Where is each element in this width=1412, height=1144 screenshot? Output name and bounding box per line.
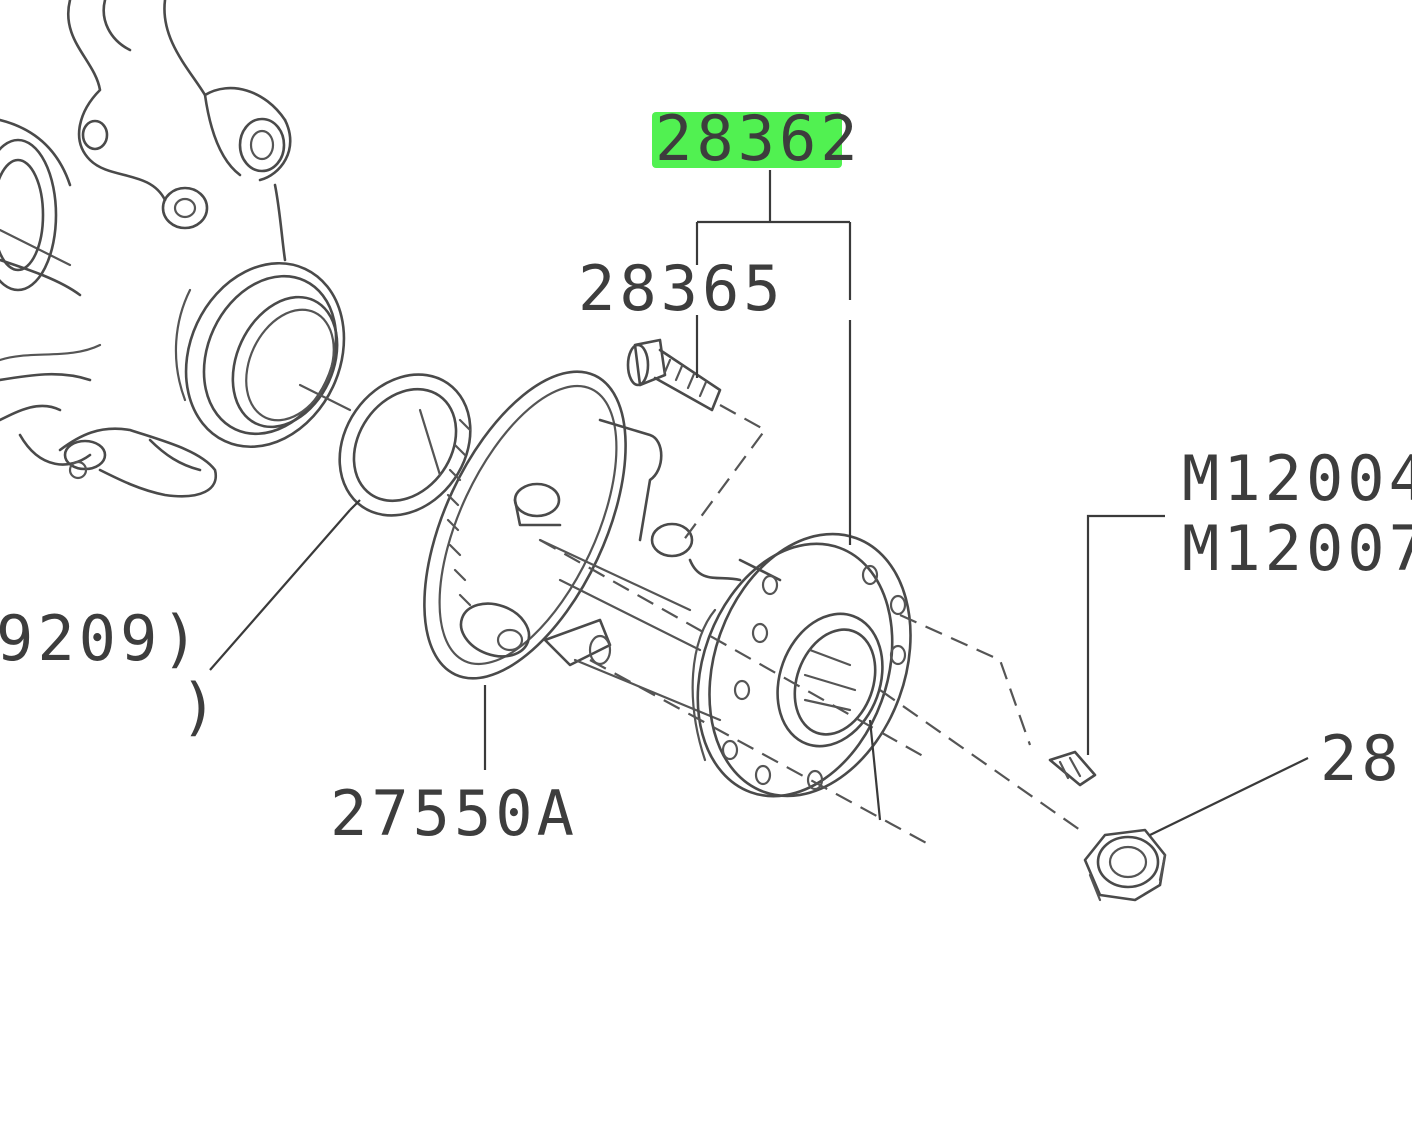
- part-number-highlight: [652, 112, 842, 168]
- abs-ring: [423, 370, 627, 680]
- seal-ring: [338, 373, 472, 517]
- steering-knuckle: [0, 0, 352, 498]
- axle-nut: [1083, 828, 1167, 902]
- wheel-bolt: [626, 338, 722, 412]
- explode-lines: [539, 404, 1081, 846]
- label-screw-m12004[interactable]: M12004: [1182, 442, 1412, 515]
- hub-screw: [1048, 750, 1097, 787]
- label-seal-partial[interactable]: 9209): [0, 602, 203, 675]
- leader-lines: [209, 170, 1309, 836]
- label-hub-assembly[interactable]: 28362: [655, 102, 862, 175]
- label-nut-partial[interactable]: 28: [1320, 722, 1403, 795]
- label-wheel-bolt[interactable]: 28365: [578, 252, 785, 325]
- label-seal-paren: ): [180, 670, 221, 743]
- label-abs-ring[interactable]: 27550A: [330, 777, 578, 850]
- label-screw-m12007[interactable]: M12007: [1182, 512, 1412, 585]
- hub-assembly: [513, 418, 912, 798]
